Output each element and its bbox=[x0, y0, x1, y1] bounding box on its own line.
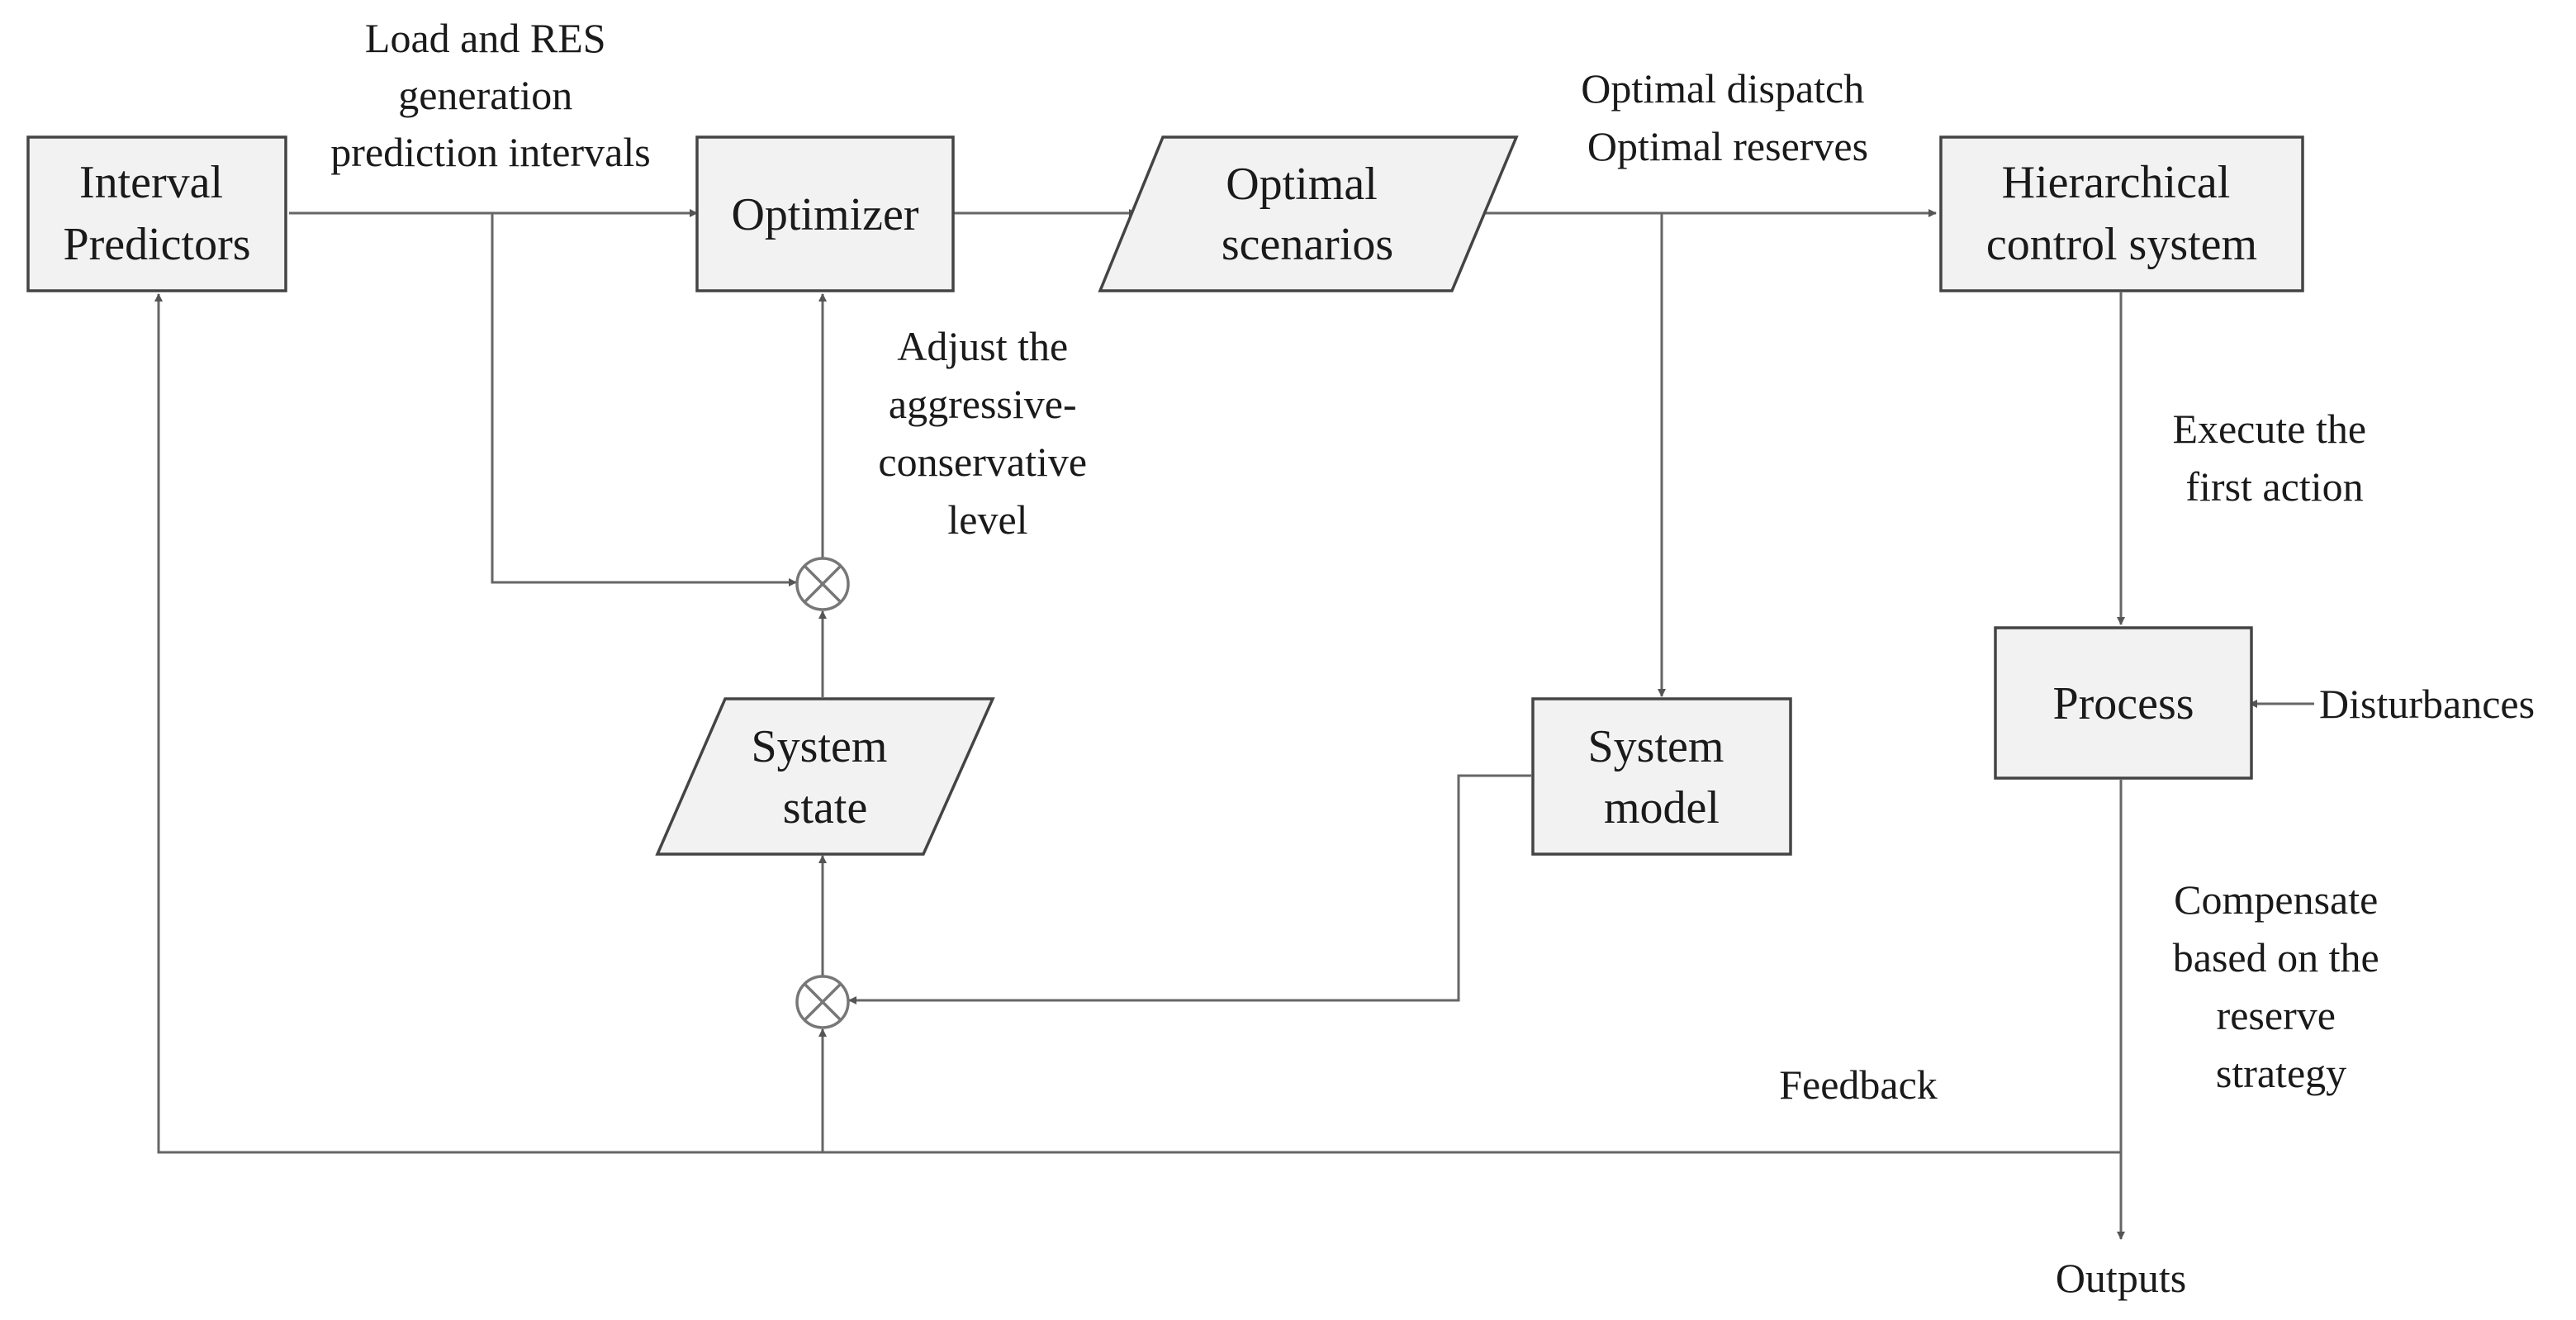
label-prediction-intervals: Load and RES generation prediction inter… bbox=[330, 15, 650, 175]
label-compensate: Compensate based on the reserve strategy bbox=[2173, 876, 2389, 1096]
node-system-state: System state bbox=[655, 697, 995, 856]
node-optimal-scenarios: Optimal scenarios bbox=[1098, 135, 1519, 292]
summing-junction-upper bbox=[795, 557, 850, 611]
node-label: Optimal scenarios bbox=[1222, 159, 1393, 270]
edge-predictions-to-upper-sum bbox=[491, 213, 797, 586]
node-system-model: System model bbox=[1531, 697, 1792, 856]
edge-feedback-to-predictors bbox=[154, 293, 2121, 1154]
node-label: System state bbox=[752, 721, 899, 833]
label-adjust-level: Adjust the aggressive- conservative leve… bbox=[878, 323, 1097, 543]
node-label: Interval Predictors bbox=[63, 157, 250, 270]
label-execute-action: Execute the first action bbox=[2172, 406, 2376, 510]
label-outputs: Outputs bbox=[2056, 1255, 2186, 1301]
summing-junction-lower bbox=[795, 975, 850, 1029]
edge-system-model-to-lower-sum bbox=[848, 774, 1531, 1004]
node-process: Process bbox=[1994, 626, 2253, 780]
node-hierarchical-control-system: Hierarchical control system bbox=[1939, 135, 2304, 292]
label-optimal-outputs: Optimal dispatch Optimal reserves bbox=[1581, 65, 1875, 169]
connectors bbox=[154, 209, 2314, 1240]
node-optimizer: Optimizer bbox=[695, 135, 955, 292]
node-label: Process bbox=[2052, 678, 2194, 729]
node-label: Optimizer bbox=[731, 189, 918, 240]
node-label: Hierarchical control system bbox=[1986, 157, 2257, 270]
node-label: System model bbox=[1588, 721, 1736, 833]
label-feedback: Feedback bbox=[1779, 1061, 1938, 1108]
label-disturbances: Disturbances bbox=[2319, 681, 2535, 727]
node-interval-predictors: Interval Predictors bbox=[26, 135, 287, 292]
